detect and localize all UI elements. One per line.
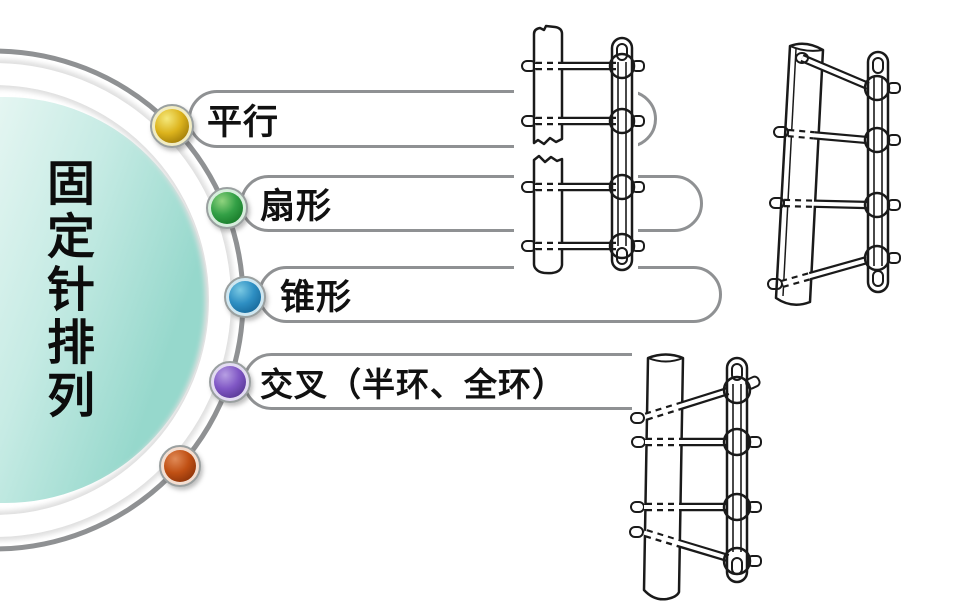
- list-item-cone: 锥形: [258, 266, 722, 323]
- bullet-dot-cone: [224, 276, 266, 318]
- bullet-sphere: [155, 109, 189, 143]
- teal-circle: [0, 97, 208, 503]
- bullet-dot-crossed: [209, 361, 251, 403]
- parallel-pins-illustration: [514, 22, 645, 280]
- list-item-label: 扇形: [260, 187, 333, 227]
- bullet-dot-extra: [159, 445, 201, 487]
- bullet-dot-fan: [206, 187, 248, 229]
- page-title: 固定针排列: [38, 158, 94, 423]
- bullet-sphere: [214, 366, 246, 398]
- bullet-sphere: [211, 192, 243, 224]
- crossed-pins-illustration: [629, 346, 800, 608]
- fan-pins-illustration: [752, 28, 907, 312]
- list-item-label: 锥形: [280, 278, 353, 318]
- list-item-label: 平行: [207, 102, 280, 143]
- bullet-dot-parallel: [150, 104, 194, 148]
- list-item-crossed: 交叉（半环、全环）: [243, 353, 690, 410]
- ribbon: [0, 63, 231, 537]
- bullet-sphere: [229, 281, 261, 313]
- list-item-label: 交叉（半环、全环）: [260, 364, 566, 404]
- bullet-sphere: [164, 450, 196, 482]
